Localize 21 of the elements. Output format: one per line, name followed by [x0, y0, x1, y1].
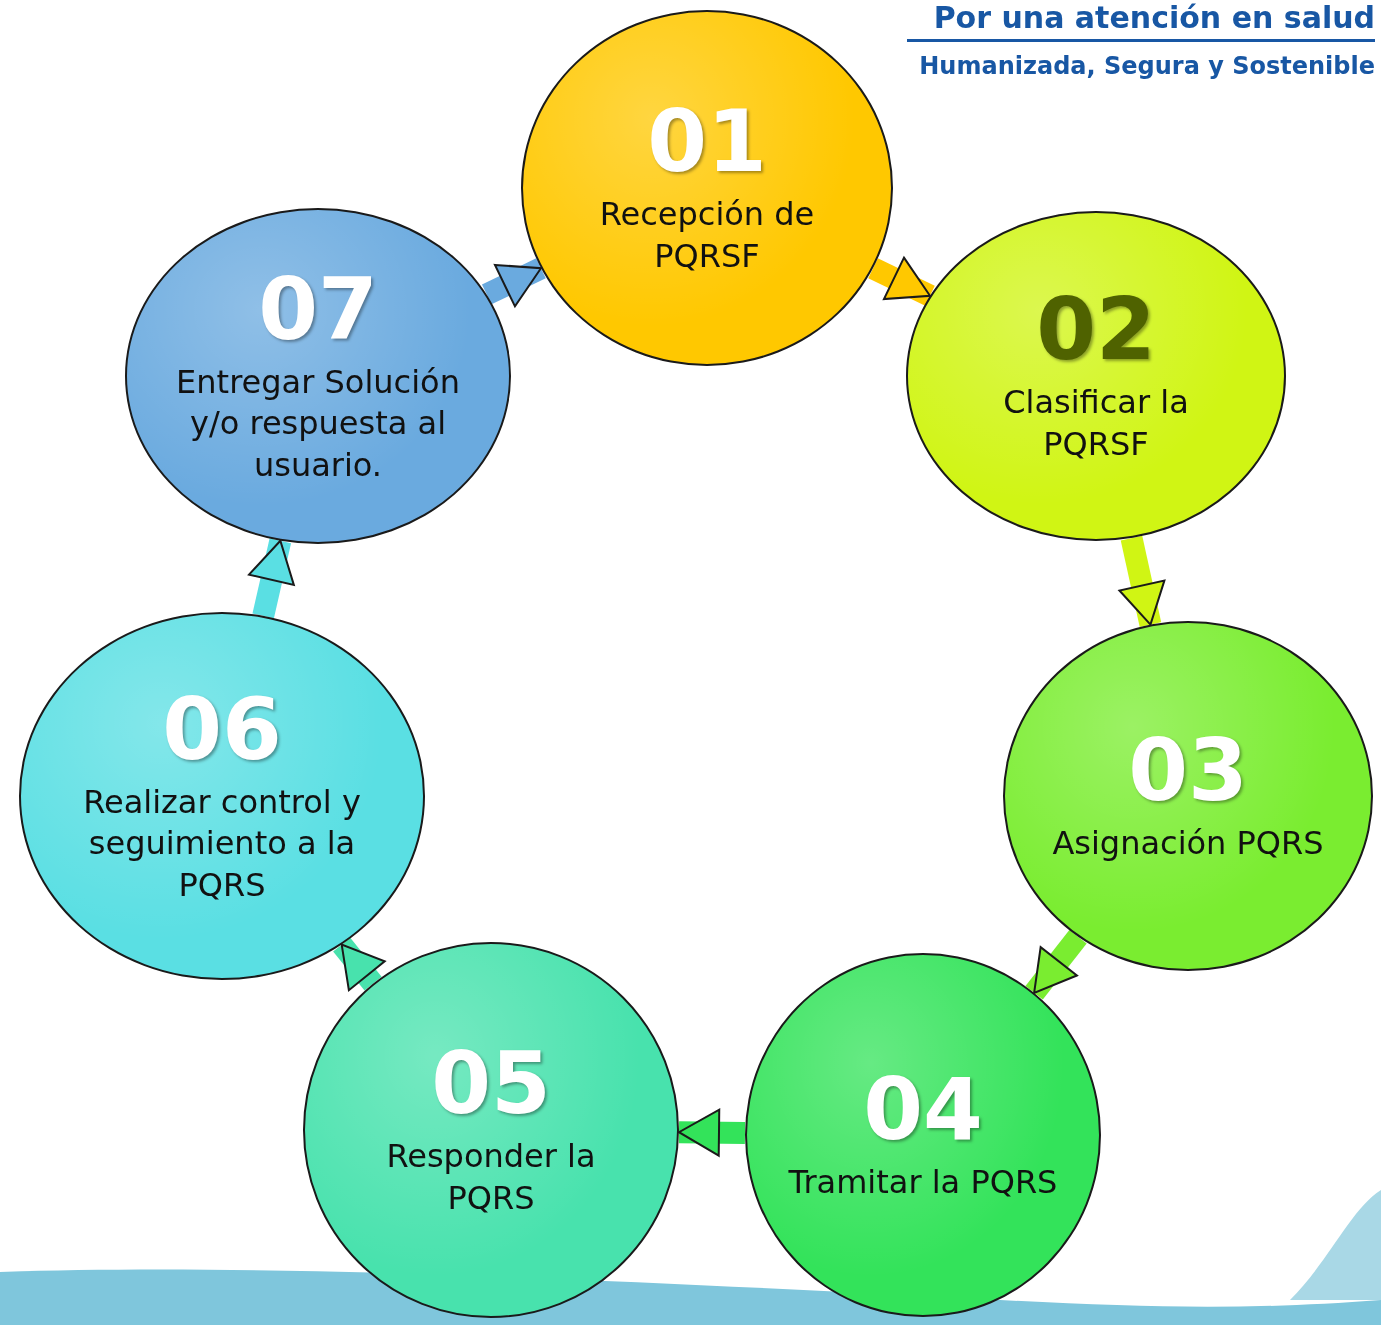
step-number: 07: [258, 265, 378, 352]
arrow: [481, 258, 546, 308]
step-label: Entregar Solución y/o respuesta al usuario.: [175, 361, 461, 486]
step-number: 03: [1128, 727, 1248, 814]
step-number: 06: [162, 685, 282, 772]
step-label: Clasificar la PQRSF: [1002, 382, 1190, 465]
step-number: 04: [863, 1066, 983, 1153]
step-label: Responder la PQRS: [385, 1136, 597, 1219]
slogan-subtitle: Humanizada, Segura y Sostenible: [918, 52, 1375, 80]
arrow: [678, 1108, 746, 1157]
slogan-text: Por una atención en salud: [932, 0, 1375, 35]
step-number: 02: [1036, 286, 1156, 373]
step-label: Realizar control y seguimiento a la PQRS: [82, 781, 362, 906]
step-number: 05: [431, 1040, 551, 1127]
step-label: Tramitar la PQRS: [788, 1162, 1058, 1204]
arrow: [1025, 929, 1087, 1000]
step-label: Asignación PQRS: [1052, 823, 1324, 865]
step-number: 01: [647, 98, 767, 185]
step-label: Recepción de PQRSF: [598, 194, 816, 277]
arrow: [868, 256, 935, 306]
arrow: [333, 937, 386, 992]
